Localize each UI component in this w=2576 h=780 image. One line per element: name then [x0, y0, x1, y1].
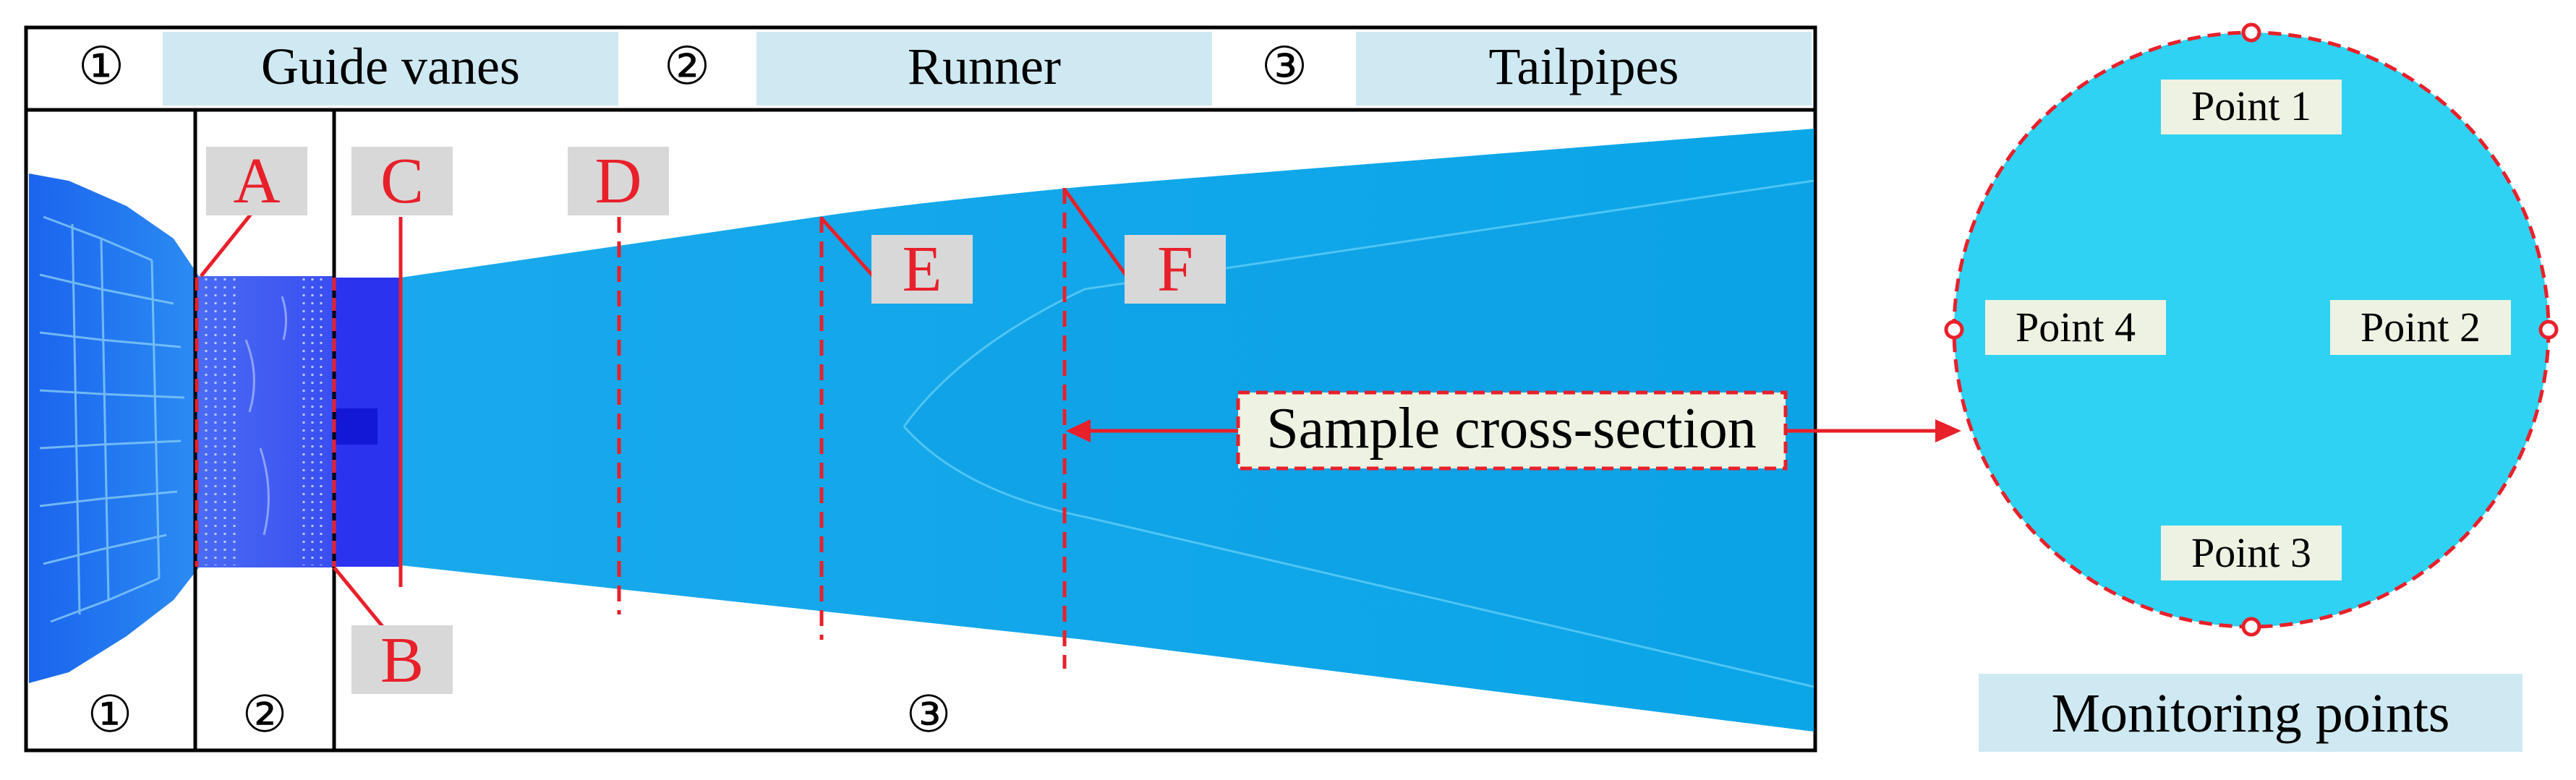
section-lines	[195, 188, 1130, 669]
legend-number-1: ①	[78, 38, 125, 95]
runner-blade-curves	[244, 296, 287, 536]
legend-number-2: ②	[664, 38, 711, 95]
label-bg-c	[351, 147, 453, 215]
monitoring-section: Point 1 Point 2 Point 3 Point 4 Monitori…	[1944, 22, 2559, 752]
marker-point-2	[2538, 320, 2559, 340]
callout-text: Sample cross-section	[1266, 397, 1757, 460]
leader-f	[1062, 188, 1130, 280]
label-bg-f	[1125, 235, 1226, 304]
guide-vane-blades	[39, 215, 185, 623]
point-3-bg	[2161, 526, 2342, 580]
runner-region	[197, 276, 334, 567]
legend-name-tailpipes: Tailpipes	[1489, 38, 1679, 95]
monitoring-title: Monitoring points	[2051, 683, 2449, 744]
zone-number-2: ②	[242, 687, 288, 743]
label-bg-b	[351, 625, 453, 694]
section-label-b: B	[380, 625, 424, 696]
legend-header: ① Guide vanes ② Runner ③ Tailpipes	[78, 32, 1812, 106]
marker-point-1	[2241, 22, 2261, 43]
runner-texture	[205, 278, 323, 565]
point-2-bg	[2330, 300, 2511, 355]
point-4-bg	[1985, 300, 2166, 355]
legend-name-runner: Runner	[908, 38, 1061, 95]
point-3-label: Point 3	[2191, 529, 2311, 576]
section-labels: A B C D E F	[206, 145, 1226, 696]
point-1-bg	[2161, 80, 2342, 134]
label-bg-e	[871, 235, 973, 304]
label-bg-d	[568, 147, 669, 215]
leader-a	[200, 212, 253, 278]
legend-bg-guide-vanes	[163, 32, 618, 106]
section-label-a: A	[234, 145, 281, 217]
legend-name-guide-vanes: Guide vanes	[261, 38, 520, 95]
marker-point-3	[2241, 617, 2261, 637]
monitoring-title-bg	[1979, 674, 2522, 752]
callout-arrow-left-head	[1066, 419, 1091, 442]
point-4-label: Point 4	[2016, 304, 2136, 351]
point-2-label: Point 2	[2360, 304, 2481, 351]
callout-box	[1236, 390, 1788, 471]
point-1-label: Point 1	[2191, 82, 2311, 129]
legend-bg-tailpipes	[1356, 32, 1812, 106]
legend-number-3: ③	[1261, 38, 1308, 95]
marker-point-4	[1944, 320, 1964, 340]
zone-number-3: ③	[906, 687, 952, 743]
hub-core	[334, 408, 378, 445]
label-bg-a	[206, 147, 307, 215]
sample-callout: Sample cross-section	[1066, 390, 1961, 471]
zone-numbers: ① ② ③	[88, 687, 952, 743]
legend-bg-runner	[756, 32, 1212, 106]
leader-b	[333, 566, 392, 638]
section-label-c: C	[380, 145, 424, 217]
zone-number-1: ①	[88, 687, 133, 743]
section-label-d: D	[595, 145, 642, 217]
section-label-e: E	[903, 233, 942, 305]
leader-e	[820, 217, 877, 280]
section-label-f: F	[1157, 233, 1193, 305]
callout-arrow-right-head	[1935, 419, 1961, 442]
